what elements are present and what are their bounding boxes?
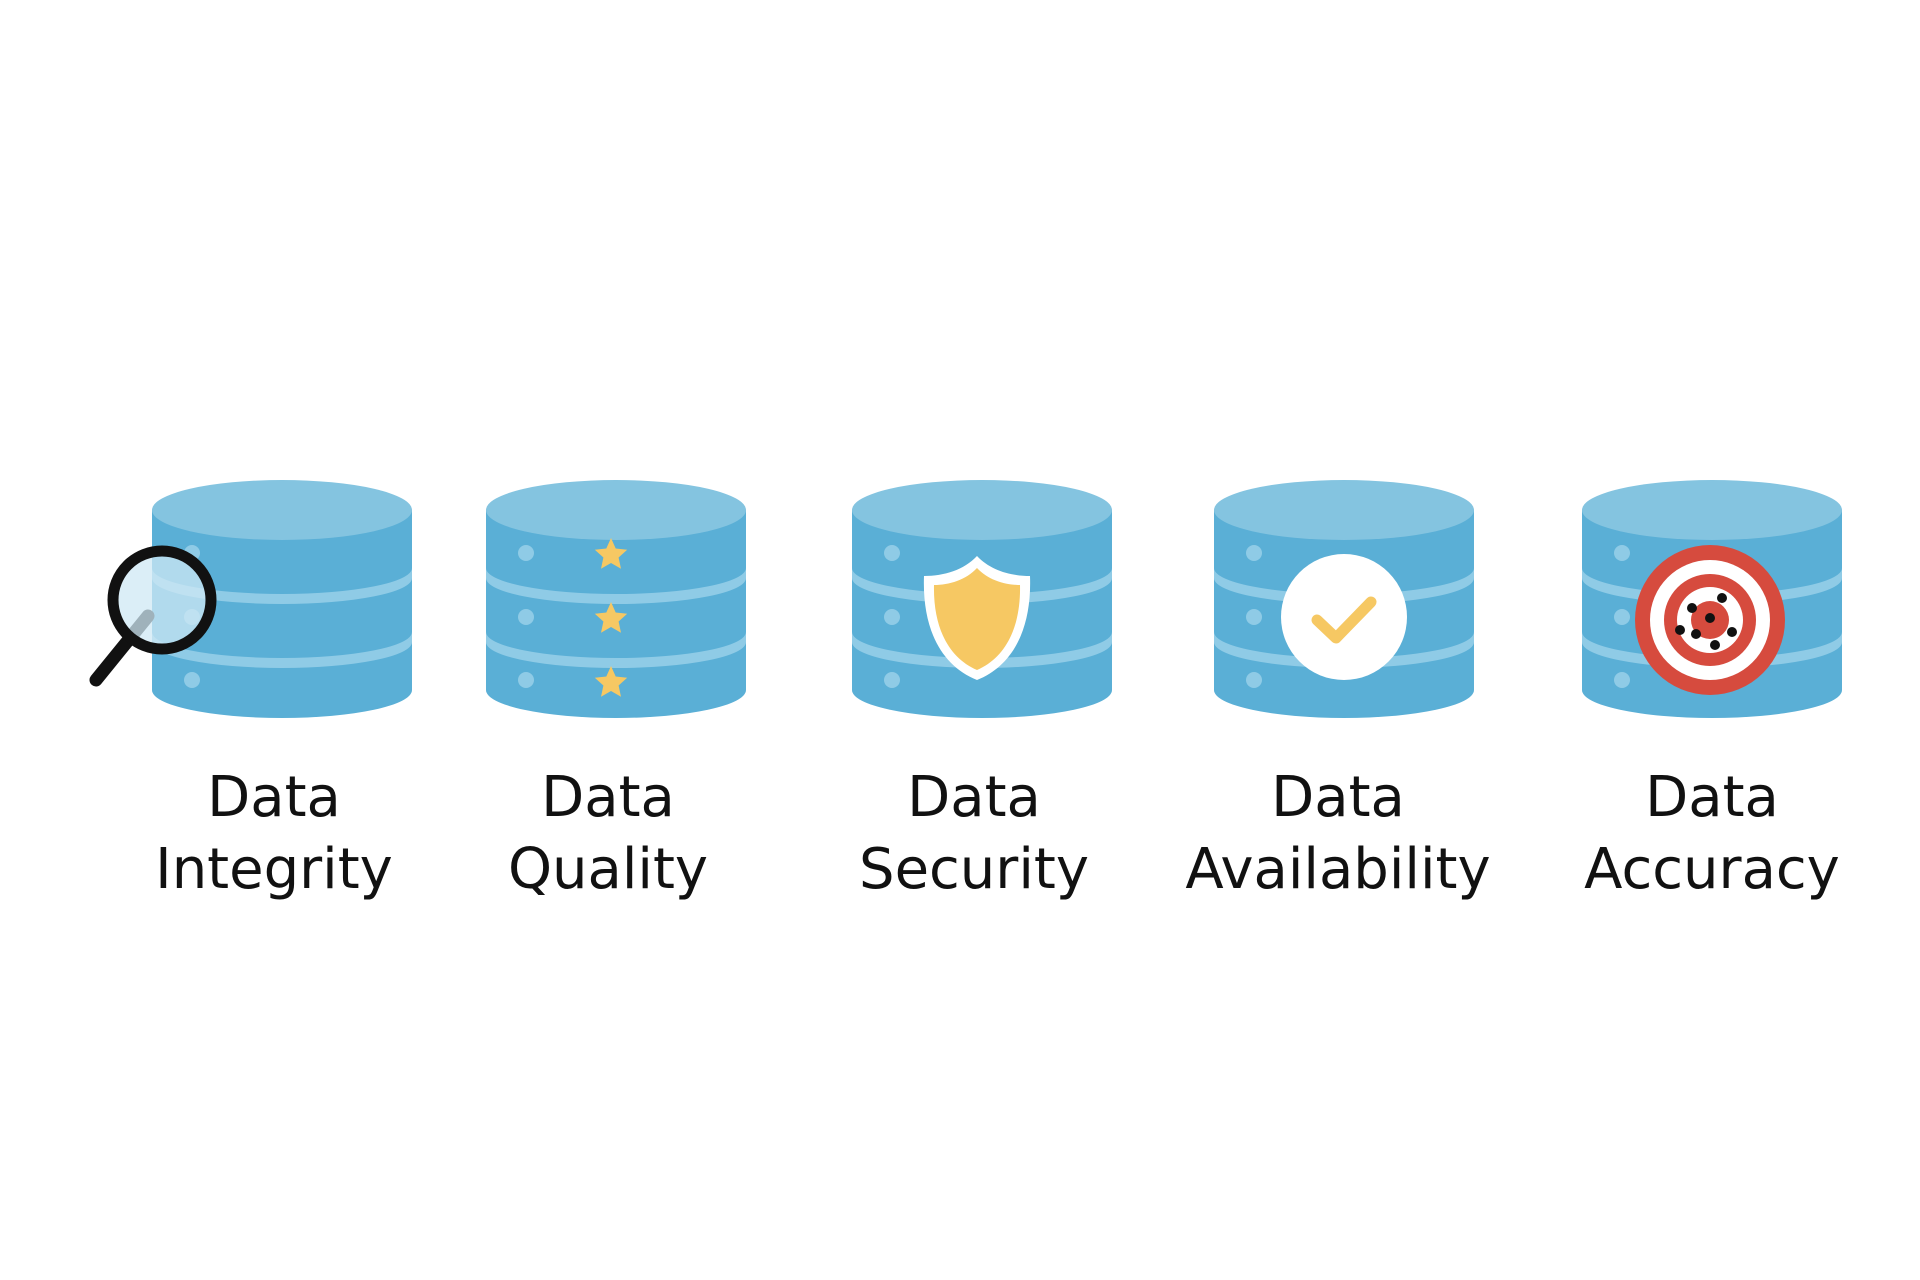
label-line1: Data — [541, 765, 675, 830]
target-icon — [1635, 545, 1785, 695]
database-accuracy — [1582, 480, 1842, 730]
database-icon — [486, 480, 746, 718]
database-security — [852, 480, 1112, 730]
label-line1: Data — [1645, 765, 1779, 830]
stars-icon — [594, 538, 628, 697]
label-integrity: Data Integrity — [94, 762, 454, 906]
label-line2: Integrity — [155, 837, 393, 902]
database-icon — [1582, 480, 1842, 718]
database-icon — [1214, 480, 1474, 718]
database-integrity — [89, 480, 412, 730]
database-icon — [89, 480, 412, 718]
label-line2: Security — [859, 837, 1089, 902]
label-line1: Data — [907, 765, 1041, 830]
database-quality — [486, 480, 746, 730]
magnifier-icon — [89, 545, 217, 687]
label-quality: Data Quality — [428, 762, 788, 906]
label-line1: Data — [1271, 765, 1405, 830]
check-circle-icon — [1281, 554, 1407, 680]
label-availability: Data Availability — [1158, 762, 1518, 906]
label-line2: Quality — [507, 837, 709, 902]
label-security: Data Security — [794, 762, 1154, 906]
database-icon — [852, 480, 1112, 718]
database-availability — [1214, 480, 1474, 730]
shield-icon — [923, 556, 1031, 680]
label-line2: Accuracy — [1584, 837, 1840, 902]
label-accuracy: Data Accuracy — [1532, 762, 1892, 906]
label-line2: Availability — [1185, 837, 1491, 902]
label-line1: Data — [207, 765, 341, 830]
